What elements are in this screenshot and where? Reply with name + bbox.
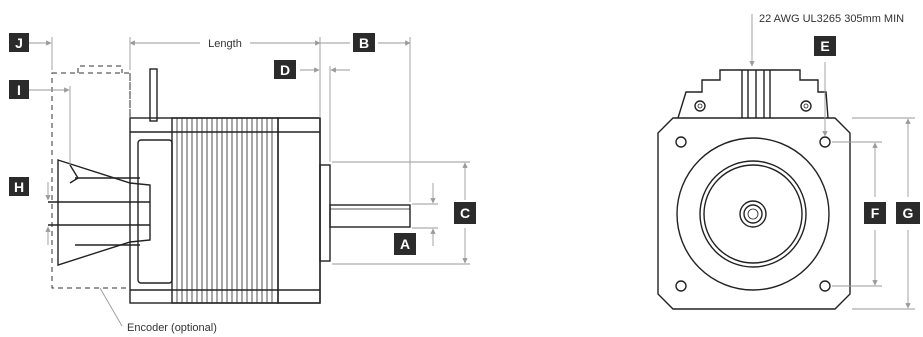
shaft-side	[319, 164, 411, 262]
svg-text:I: I	[17, 82, 21, 98]
svg-text:D: D	[280, 62, 290, 78]
callout-G: G	[896, 202, 920, 224]
svg-text:H: H	[14, 179, 24, 195]
encoder-label: Encoder (optional)	[127, 322, 217, 334]
callout-B: B	[353, 33, 375, 52]
callout-H: H	[9, 177, 29, 196]
encoder-outline	[51, 65, 131, 289]
callout-C: C	[454, 202, 476, 224]
square-flange	[657, 117, 851, 310]
stator-fins	[171, 117, 279, 304]
cable-stub	[149, 68, 158, 122]
wire-exit-housing	[677, 69, 829, 119]
motor-body-side	[129, 117, 321, 304]
svg-text:A: A	[400, 236, 410, 252]
callout-I: I	[9, 80, 29, 99]
front-dimension-lines	[749, 14, 915, 310]
callout-J: J	[9, 33, 29, 52]
svg-text:B: B	[359, 35, 369, 51]
dimension-lines	[28, 37, 470, 327]
callout-F: F	[864, 202, 886, 224]
svg-text:G: G	[903, 205, 914, 221]
front-view: 22 AWG UL3265 305mm MIN	[657, 13, 915, 310]
side-view: Length Encoder (optional)	[28, 37, 470, 334]
svg-text:C: C	[460, 205, 470, 221]
callout-D: D	[274, 60, 296, 79]
callout-E: E	[814, 36, 836, 56]
length-label: Length	[208, 38, 242, 50]
svg-text:F: F	[871, 205, 880, 221]
svg-text:J: J	[15, 35, 23, 51]
encoder-connector	[48, 159, 151, 266]
pilot-and-shaft-front	[676, 137, 830, 291]
svg-text:E: E	[820, 38, 829, 54]
callout-A: A	[394, 233, 416, 255]
wire-spec-label: 22 AWG UL3265 305mm MIN	[759, 13, 904, 25]
